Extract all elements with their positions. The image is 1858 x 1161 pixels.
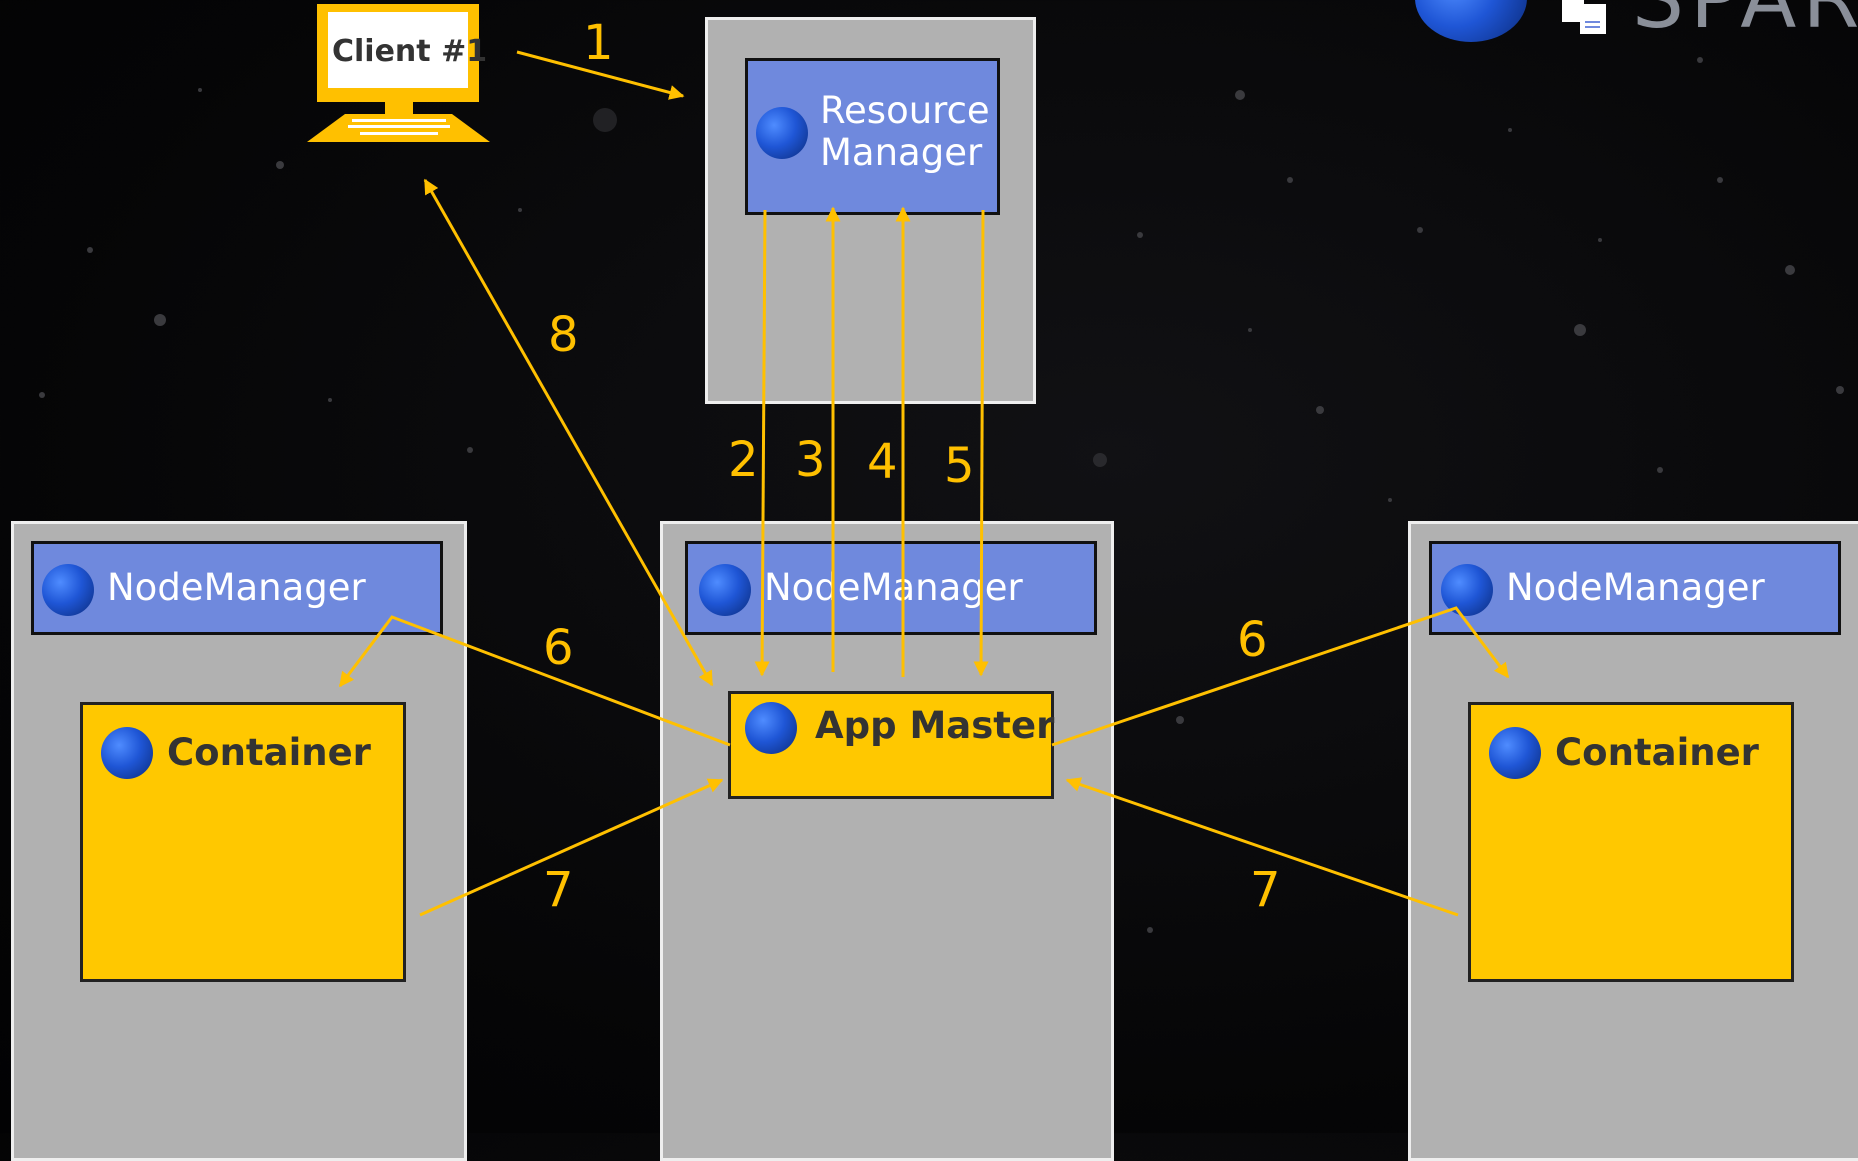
right-node-manager-label: NodeManager: [1506, 566, 1765, 609]
arrow-6-left: [338, 615, 731, 747]
step-5-label: 5: [944, 438, 975, 494]
app-master-box: App Master: [728, 691, 1054, 799]
arrow-7-right: [1065, 777, 1459, 917]
arrow-8: [423, 178, 714, 687]
client-label: Client #1: [332, 34, 488, 69]
arrows-layer: [338, 50, 1510, 917]
right-node-manager: NodeManager: [1429, 541, 1841, 635]
step-7-right-label: 7: [1250, 862, 1281, 918]
resource-manager-box: Resource Manager: [745, 58, 1000, 215]
document-icon: [1562, 0, 1606, 34]
step-4-label: 4: [867, 434, 898, 490]
app-master-label: App Master: [815, 704, 1055, 747]
step-7-left-label: 7: [543, 862, 574, 918]
left-container: Container: [80, 702, 406, 982]
right-container: Container: [1468, 702, 1794, 982]
resource-manager-line2: Manager: [820, 131, 983, 174]
yarn-ball-icon: [1441, 564, 1493, 616]
resource-manager-line1: Resource: [820, 89, 990, 132]
step-2-label: 2: [728, 432, 759, 488]
center-node-manager-label: NodeManager: [764, 566, 1023, 609]
step-8-label: 8: [548, 307, 579, 363]
spark-brand-text: SPARK: [1632, 0, 1858, 47]
step-1-label: 1: [583, 15, 614, 71]
arrow-2: [754, 209, 770, 677]
step-3-label: 3: [795, 432, 826, 488]
client-computer: Client #1: [300, 0, 500, 145]
spark-logo: SPARK: [1410, 0, 1858, 50]
yarn-ball-icon: [42, 564, 94, 616]
yarn-ball-icon: [745, 702, 797, 754]
left-node-manager: NodeManager: [31, 541, 443, 635]
center-node-manager: NodeManager: [685, 541, 1097, 635]
left-container-label: Container: [167, 731, 371, 774]
arrow-7-left: [419, 778, 724, 917]
yarn-ball-icon: [756, 107, 808, 159]
arrow-6-right: [1051, 606, 1510, 747]
arrow-5: [973, 209, 989, 677]
computer-icon: [307, 4, 490, 142]
yarn-ball-icon: [1489, 727, 1541, 779]
arrow-1: [516, 50, 685, 100]
yarn-ball-icon: [101, 727, 153, 779]
step-6-right-label: 6: [1237, 612, 1268, 668]
step-6-left-label: 6: [543, 620, 574, 676]
right-container-label: Container: [1555, 731, 1759, 774]
left-node-manager-label: NodeManager: [107, 566, 366, 609]
